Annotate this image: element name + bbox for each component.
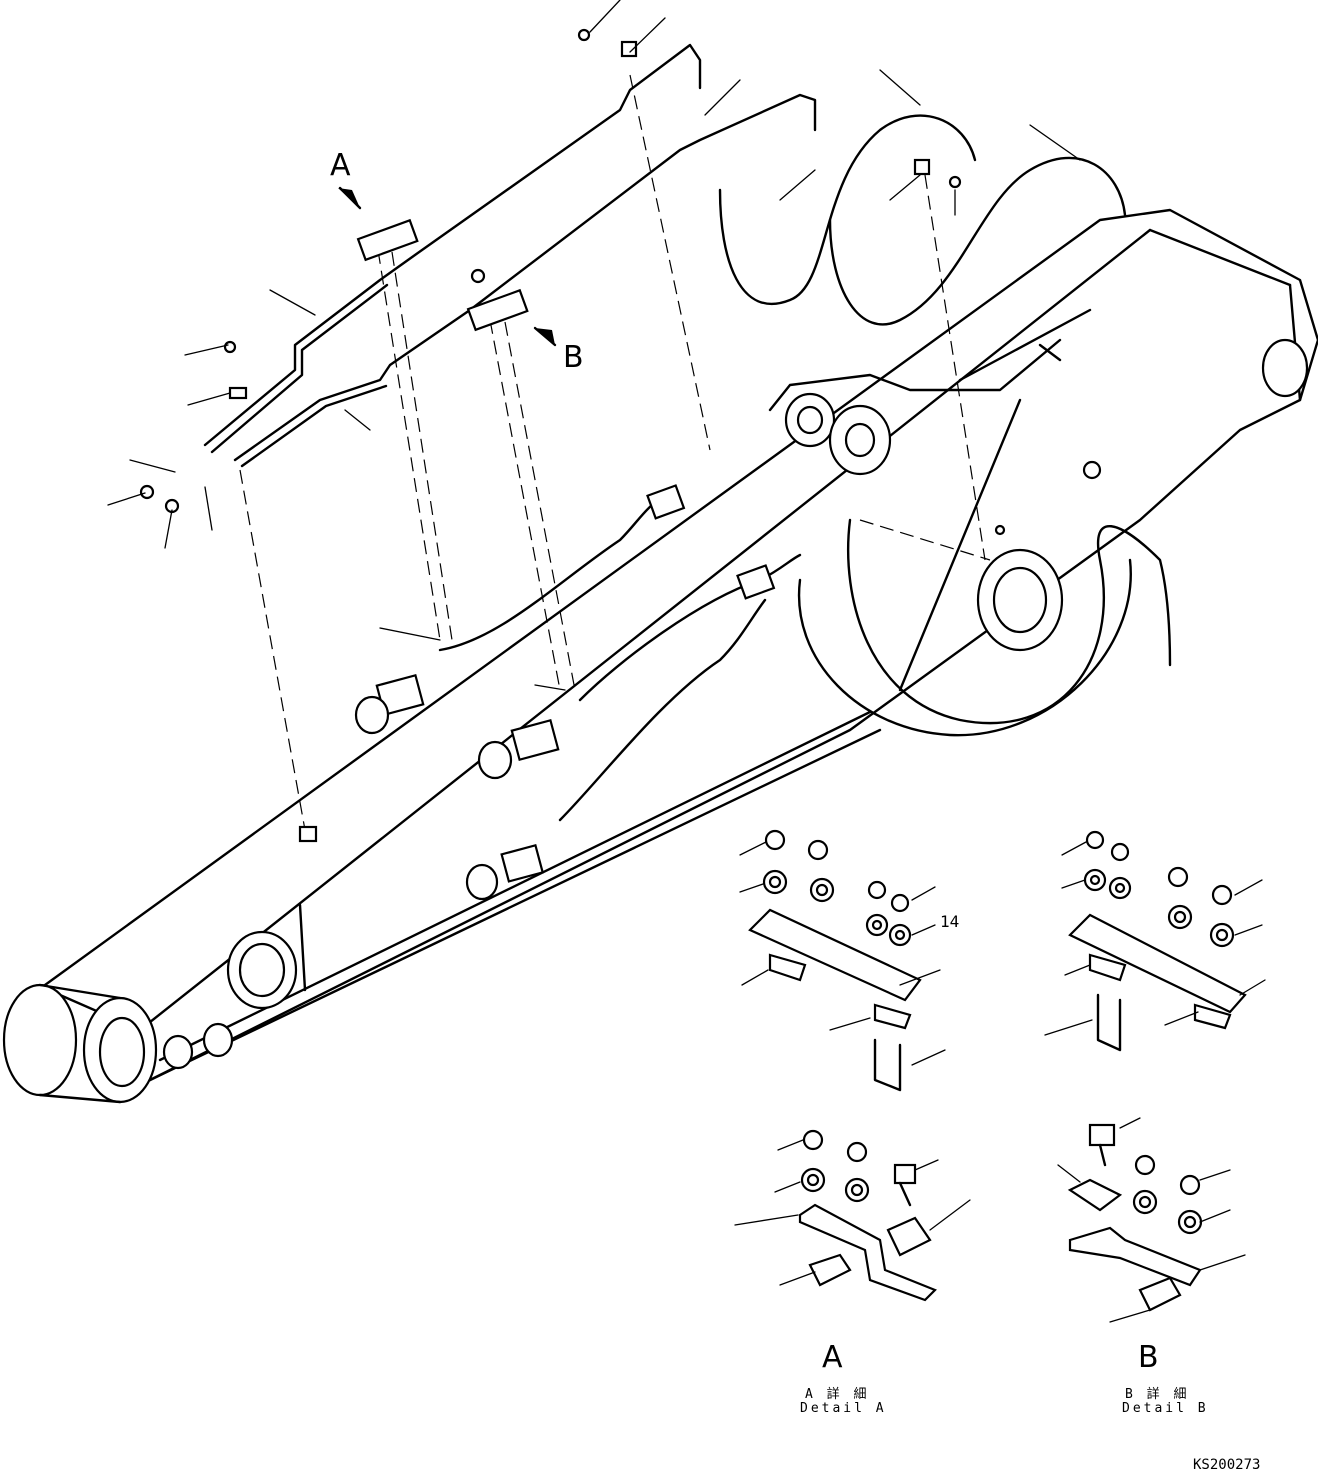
leader-lines <box>107 0 1081 691</box>
detail-a-en-label: Detail A <box>800 1401 887 1416</box>
detail-upper-right <box>1044 830 1266 1052</box>
hydraulic-hoses <box>438 114 1172 822</box>
detail-b-letter: B <box>1138 1340 1159 1375</box>
view-arrows <box>338 186 557 347</box>
clamp-hardware-upper <box>139 28 1102 536</box>
boom-side-bosses <box>162 930 298 1070</box>
part-number-14: 14 <box>940 912 960 931</box>
steel-tubes <box>203 43 817 468</box>
drawing-code: KS200273 <box>1193 1457 1261 1473</box>
pipe-fittings <box>298 484 776 901</box>
boom-foot-pin <box>2 983 158 1104</box>
detail-a-exploded <box>734 1129 971 1302</box>
projection-lines <box>239 74 991 831</box>
detail-a-letter: A <box>822 1340 843 1375</box>
detail-b-jp-label: B 詳 細 <box>1125 1387 1190 1402</box>
view-b-callout: B <box>563 340 584 375</box>
arm-cylinder-bracket <box>768 308 1309 692</box>
detail-b-exploded <box>1057 1117 1246 1323</box>
view-a-callout: A <box>330 148 351 183</box>
detail-a-jp-label: A 詳 細 <box>805 1387 870 1402</box>
detail-upper-left <box>739 829 946 1092</box>
detail-b-en-label: Detail B <box>1122 1401 1209 1416</box>
